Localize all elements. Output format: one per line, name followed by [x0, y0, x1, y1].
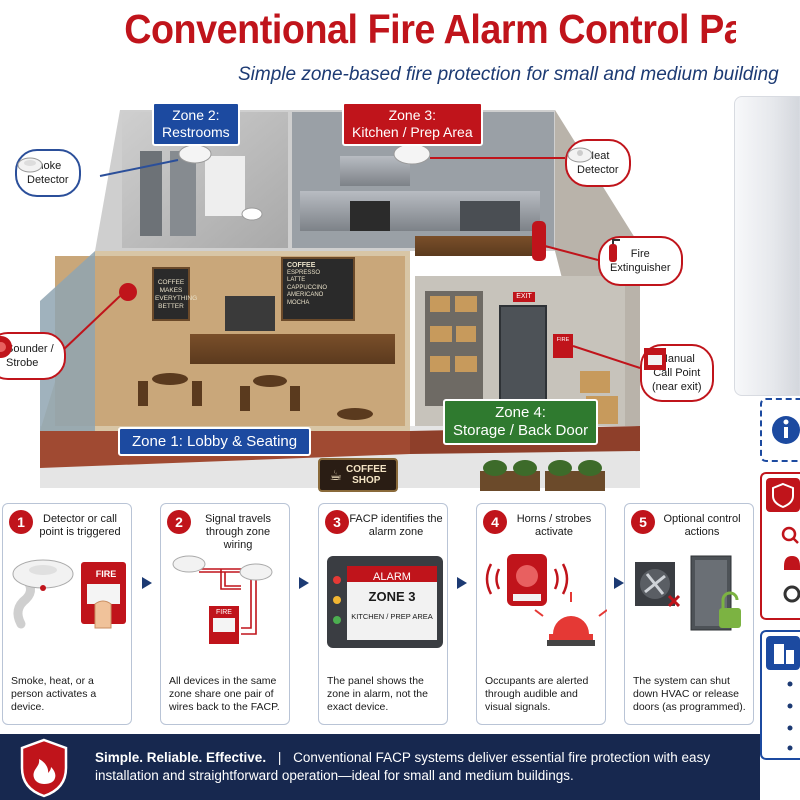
zone-3-line: Kitchen / Prep Area [352, 124, 473, 140]
page-subtitle: Simple zone-based fire protection for sm… [238, 64, 779, 85]
zone-2-label: Zone 2: Restrooms [152, 102, 240, 146]
coffee-menu-title: COFFEE [287, 262, 316, 269]
fire-box-label: FIRE [556, 337, 570, 343]
callout-text: (near exit) [652, 381, 702, 393]
coffee-board-line: EVERYTHING [155, 295, 198, 302]
zone-4-line: Storage / Back Door [453, 422, 589, 439]
side-info-panel [760, 398, 800, 462]
callout-text: Fire [630, 248, 650, 260]
horn-strobe-icon [485, 554, 607, 646]
step-number: 4 [483, 510, 507, 534]
coffee-cup-icon: ☕ [329, 466, 342, 483]
step-1-card: 1 Detector or call point is triggered FI… [2, 503, 132, 725]
panel-zone-text: ZONE 3 [368, 589, 416, 604]
manual-call-point-callout: Manual Call Point (near exit) [640, 344, 714, 402]
coffee-board-line: MAKES [159, 287, 183, 294]
callout-text: Detector [27, 174, 69, 186]
side-building-panel [760, 630, 800, 760]
process-steps: 1 Detector or call point is triggered FI… [0, 503, 800, 728]
step-number: 2 [167, 510, 191, 534]
sounder-strobe-callout: Sounder / Strobe [0, 332, 66, 380]
callout-text: Sounder / [6, 343, 54, 355]
heat-detector-icon [567, 147, 593, 163]
step-title: Signal travels through zone wiring [204, 513, 272, 551]
coffee-board-line: COFFEE [157, 279, 185, 286]
arrow-right-icon [457, 577, 467, 589]
zone-2-line: Restrooms [162, 124, 230, 140]
step-title: FACP identifies the alarm zone [349, 513, 443, 538]
step-description: Occupants are alerted through audible an… [485, 675, 589, 713]
zone-4-label: Zone 4: Storage / Back Door [443, 399, 599, 445]
smoke-detector-callout: Smoke Detector [15, 149, 81, 197]
step-2-card: 2 Signal travels through zone wiring FIR… [160, 503, 290, 725]
step-number: 1 [9, 510, 33, 534]
call-point-icon [644, 348, 666, 370]
shop-sign-line: SHOP [352, 475, 381, 486]
page-title: Conventional Fire Alarm Control Panel [124, 6, 736, 52]
callout-text: Manual [658, 353, 695, 365]
zone-2-line: Zone 2: [172, 107, 220, 123]
coffee-menu-item: CAPPUCCINO [287, 284, 328, 291]
step-title: Detector or call point is triggered [39, 513, 121, 538]
fire-extinguisher-icon [609, 239, 620, 262]
facp-panel-icon [327, 556, 443, 648]
step-description: The panel shows the zone in alarm, not t… [327, 675, 428, 713]
coffee-board-line: BETTER [158, 303, 184, 310]
callout-text: Strobe [6, 357, 39, 369]
footer-text: Simple. Reliable. Effective. | Conventio… [95, 749, 745, 785]
info-icon [772, 416, 800, 444]
step-number: 3 [325, 510, 349, 534]
step-3-card: 3 FACP identifies the alarm zone ALARM Z… [318, 503, 448, 725]
footer-lead: Simple. Reliable. Effective. [95, 750, 267, 765]
arrow-right-icon [142, 577, 152, 589]
step-description: The system can shut down HVAC or release… [633, 675, 746, 713]
zone-1-label: Zone 1: Lobby & Seating [118, 427, 312, 456]
coffee-wall-board: COFFEE MAKES EVERYTHING BETTER [155, 279, 198, 311]
building-icon [766, 636, 800, 751]
coffee-menu-item: AMERICANO [287, 292, 324, 298]
arrow-right-icon [299, 577, 309, 589]
control-actions-icon [635, 555, 741, 631]
smoke-detector-icon [17, 157, 43, 173]
zone-4-line: Zone 4: [495, 404, 546, 421]
coffee-menu-item: MOCHA [287, 299, 310, 306]
step-4-card: 4 Horns / strobes activate Occupants are… [476, 503, 607, 725]
callout-text: Detector [577, 164, 619, 176]
fire-badge: FIRE [216, 609, 232, 616]
zone-3-line: Zone 3: [388, 107, 437, 123]
exit-sign: EXIT [516, 293, 532, 300]
coffee-shop-sign: ☕ COFFEE SHOP [318, 458, 398, 492]
side-control-panel [760, 472, 800, 620]
step-title: Horns / strobes activate [516, 513, 592, 538]
coffee-menu-board: COFFEE ESPRESSO LATTE CAPPUCCINO AMERICA… [287, 262, 349, 307]
coffee-menu-item: LATTE [287, 277, 306, 283]
panel-alarm-text: ALARM [373, 571, 411, 583]
heat-detector-callout: Heat Detector [565, 139, 631, 187]
arrow-right-icon [614, 577, 624, 589]
zone-3-label: Zone 3: Kitchen / Prep Area [342, 102, 483, 146]
floor-plan-illustration [40, 110, 641, 491]
footer-banner: Simple. Reliable. Effective. | Conventio… [0, 734, 760, 800]
step-title: Optional control actions [663, 513, 741, 538]
detector-trigger-icon [12, 559, 126, 629]
floor-plan: COFFEE MAKES EVERYTHING BETTER COFFEE ES… [0, 96, 730, 496]
step-description: Smoke, heat, or a person activates a dev… [11, 675, 97, 713]
fire-extinguisher-callout: Fire Extinguisher [598, 236, 683, 286]
panel-area-text: KITCHEN / PREP AREA [351, 612, 433, 621]
coffee-menu-item: ESPRESSO [287, 269, 321, 276]
fire-shield-icon [20, 738, 68, 798]
step-5-card: 5 Optional control actions The system ca… [624, 503, 754, 725]
shop-sign-line: COFFEE [346, 464, 387, 475]
step-description: All devices in the same zone share one p… [169, 675, 280, 713]
side-control-icons [766, 478, 800, 603]
zone-wiring-icon [172, 555, 273, 644]
footer-separator: | [277, 750, 282, 765]
sounder-strobe-icon [0, 336, 12, 358]
facp-device-housing [734, 96, 800, 396]
step-number: 5 [631, 510, 655, 534]
footer-body: Conventional FACP systems deliver essent… [95, 750, 711, 783]
fire-badge: FIRE [95, 569, 117, 579]
callout-text: Extinguisher [610, 262, 671, 274]
facp-device-edge [734, 96, 800, 396]
